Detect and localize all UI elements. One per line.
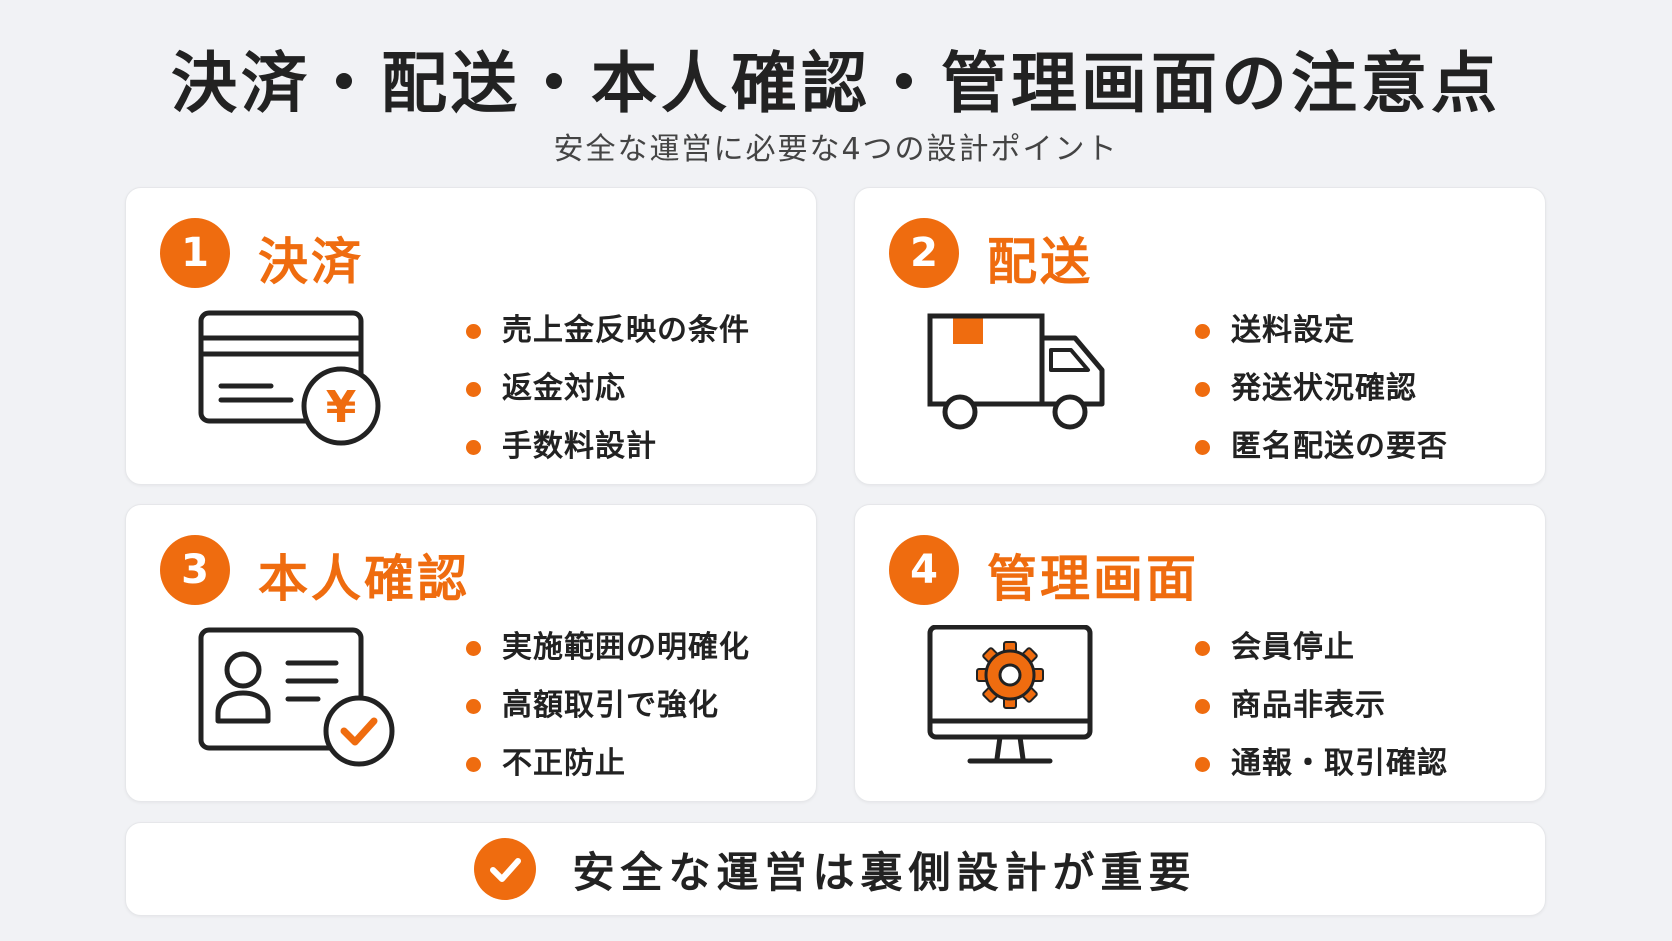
bullet-dot — [1195, 699, 1210, 714]
list-item: 実施範囲の明確化 — [466, 619, 750, 677]
card-number-badge: 2 — [889, 218, 959, 288]
card-title: 本人確認 — [258, 550, 470, 608]
card-number-badge: 4 — [889, 535, 959, 605]
card-number-badge: 1 — [160, 218, 230, 288]
bullet-dot — [466, 757, 481, 772]
bullet-dot — [1195, 324, 1210, 339]
bullet-dot — [1195, 757, 1210, 772]
bullet-dot — [1195, 440, 1210, 455]
card-item-list: 送料設定 発送状況確認 匿名配送の要否 — [1195, 302, 1448, 476]
card-title: 配送 — [987, 233, 1093, 291]
list-item: 発送状況確認 — [1195, 360, 1448, 418]
list-item: 送料設定 — [1195, 302, 1448, 360]
summary-text: 安全な運営は裏側設計が重要 — [572, 847, 1197, 897]
list-item: 商品非表示 — [1195, 677, 1448, 735]
check-circle-icon — [474, 838, 537, 900]
card-number-badge: 3 — [160, 535, 230, 605]
list-item: 売上金反映の条件 — [466, 302, 750, 360]
page-title: 決済・配送・本人確認・管理画面の注意点 — [171, 45, 1501, 122]
summary-banner: 安全な運営は裏側設計が重要 — [125, 822, 1546, 916]
card-title: 管理画面 — [987, 550, 1199, 608]
card-shipping: 2 配送 送料設定 発送状況確認 匿名配送の要否 — [854, 187, 1546, 485]
card-item-list: 売上金反映の条件 返金対応 手数料設計 — [466, 302, 750, 476]
list-item: 不正防止 — [466, 735, 750, 793]
card-identity-verification: 3 本人確認 実施範囲の明確化 高額取引で強化 不正防止 — [125, 504, 817, 802]
page-subtitle: 安全な運営に必要な4つの設計ポイント — [553, 132, 1119, 167]
list-item: 匿名配送の要否 — [1195, 418, 1448, 476]
credit-card-yen-icon: ¥ — [198, 310, 381, 446]
monitor-gear-icon — [927, 625, 1093, 764]
card-title: 決済 — [258, 233, 364, 291]
list-item: 手数料設計 — [466, 418, 750, 476]
card-item-list: 実施範囲の明確化 高額取引で強化 不正防止 — [466, 619, 750, 793]
svg-text:¥: ¥ — [326, 382, 357, 433]
card-payment: 1 決済 ¥ 売上金反映の条件 返金対応 手数料設計 — [125, 187, 817, 485]
card-item-list: 会員停止 商品非表示 通報・取引確認 — [1195, 619, 1448, 793]
list-item: 高額取引で強化 — [466, 677, 750, 735]
card-admin-panel: 4 管理画面 会員停止 商品非表示 通報・取引確認 — [854, 504, 1546, 802]
bullet-dot — [1195, 641, 1210, 656]
bullet-dot — [1195, 382, 1210, 397]
list-item: 通報・取引確認 — [1195, 735, 1448, 793]
bullet-dot — [466, 382, 481, 397]
list-item: 会員停止 — [1195, 619, 1448, 677]
list-item: 返金対応 — [466, 360, 750, 418]
id-card-check-icon — [198, 627, 395, 767]
bullet-dot — [466, 324, 481, 339]
bullet-dot — [466, 641, 481, 656]
delivery-truck-icon — [927, 313, 1105, 430]
bullet-dot — [466, 440, 481, 455]
bullet-dot — [466, 699, 481, 714]
